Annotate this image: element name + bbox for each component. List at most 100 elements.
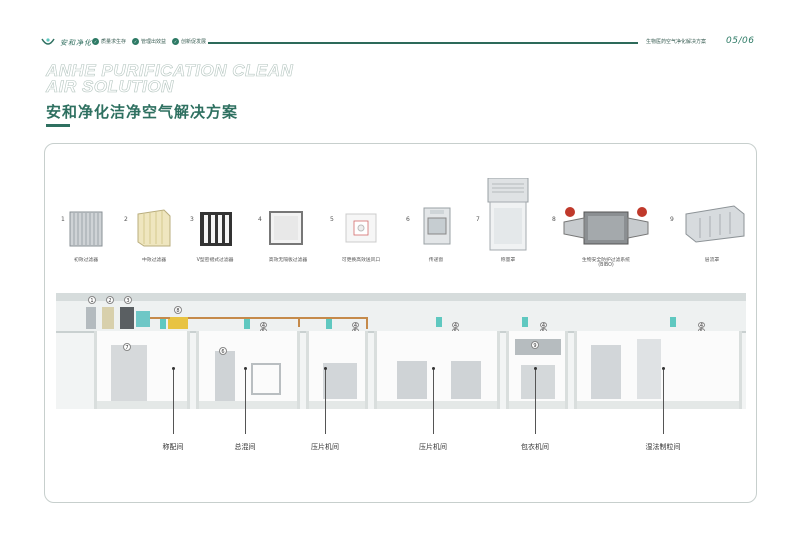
weighing-booth xyxy=(111,345,147,401)
leader-line xyxy=(173,370,174,434)
room-weighing: 7 xyxy=(94,331,190,409)
english-title: ANHE PURIFICATION CLEAN AIR SOLUTION xyxy=(46,61,294,96)
weighing-booth-image xyxy=(487,178,529,251)
supply-outlet xyxy=(326,319,332,329)
fan-unit xyxy=(136,311,150,327)
product-number: 6 xyxy=(406,216,410,223)
product-name: 初效过滤器 xyxy=(74,258,98,263)
room-pointer-dot xyxy=(662,367,665,370)
product-number: 5 xyxy=(330,216,334,223)
room-floor xyxy=(97,401,187,409)
slogan-label: 创新促发展 xyxy=(181,39,207,45)
supply-outlet xyxy=(160,319,166,329)
title-underline xyxy=(46,124,70,127)
room-floor xyxy=(377,401,497,409)
fluid-bed-dryer xyxy=(637,339,661,399)
bibo-system-image xyxy=(563,207,649,245)
product-number: 7 xyxy=(476,216,480,223)
product-number: 8 xyxy=(552,216,556,223)
product-name: 生物安全防护过滤系统 xyxy=(582,258,630,263)
bibo-marker: 8 xyxy=(174,306,182,314)
room-label: 称配间 xyxy=(162,443,184,451)
v-bank-filter-unit xyxy=(120,307,134,329)
room-floor xyxy=(509,401,565,409)
bibo-unit xyxy=(168,317,188,329)
product-name: 中效过滤器 xyxy=(142,258,166,263)
equipment-marker: 6 xyxy=(219,347,227,355)
granulator xyxy=(591,345,621,399)
room-pointer-dot xyxy=(324,367,327,370)
page-header: 安和净化 ✓质量求生存 ✓管理出效益 ✓创新促发展 生物医药空气净化解决方案 0… xyxy=(0,0,800,60)
ahu-marker: 3 xyxy=(124,296,132,304)
product-number: 2 xyxy=(124,216,128,223)
room-floor xyxy=(309,401,365,409)
product-number: 1 xyxy=(61,216,65,223)
chinese-title: 安和净化洁净空气解决方案 xyxy=(46,103,239,121)
air-duct xyxy=(150,317,170,319)
page-number: 05/06 xyxy=(726,36,755,46)
logo-icon xyxy=(41,38,55,45)
air-supply-outlet-image xyxy=(345,213,377,243)
primary-filter-image xyxy=(69,211,103,247)
v-bank-filter-image xyxy=(200,212,232,246)
room-floor xyxy=(199,401,297,409)
room-wet-granulation xyxy=(574,331,742,409)
product-name: V型密褶式过滤器 xyxy=(196,258,234,263)
logo-text: 安和净化 xyxy=(60,39,92,47)
tablet-press xyxy=(451,361,481,399)
pass-box-image xyxy=(423,207,451,245)
product-name: 可更换高效送风口 xyxy=(341,258,381,263)
slogan-tags: ✓质量求生存 ✓管理出效益 ✓创新促发展 xyxy=(92,38,206,45)
slogan-label: 管理出效益 xyxy=(141,39,167,45)
leader-line xyxy=(663,370,664,434)
room-floor xyxy=(577,401,739,409)
product-name: 传递窗 xyxy=(428,258,444,263)
slogan-label: 质量求生存 xyxy=(101,39,127,45)
medium-filter-unit xyxy=(102,307,114,329)
room-pointer-dot xyxy=(432,367,435,370)
tablet-press xyxy=(323,363,357,399)
check-icon: ✓ xyxy=(92,38,99,45)
ahu-marker: 1 xyxy=(88,296,96,304)
room-label: 压片机间 xyxy=(311,443,339,451)
pass-box xyxy=(215,351,235,401)
english-title-line1: ANHE PURIFICATION CLEAN xyxy=(46,61,294,80)
product-name: 称量罩 xyxy=(500,258,516,263)
supply-outlet xyxy=(670,317,676,327)
building-roof xyxy=(56,293,746,301)
product-name: 层流罩 xyxy=(704,258,720,263)
solution-panel xyxy=(44,143,757,503)
room-label: 湿法制粒间 xyxy=(645,443,681,451)
logo: 安和净化 xyxy=(40,37,92,49)
room-label: 包衣机间 xyxy=(521,443,549,451)
header-divider xyxy=(208,42,638,44)
equipment-marker: 9 xyxy=(531,341,539,349)
product-number: 9 xyxy=(670,216,674,223)
leader-line xyxy=(433,370,434,434)
ahu-marker: 2 xyxy=(106,296,114,304)
room-coating: 9 xyxy=(506,331,568,409)
air-duct xyxy=(366,317,368,329)
room-tablet-press-1 xyxy=(306,331,368,409)
supply-outlet xyxy=(244,319,250,329)
product-number: 3 xyxy=(190,216,194,223)
english-title-line2: AIR SOLUTION xyxy=(46,77,174,96)
room-tablet-press-2 xyxy=(374,331,500,409)
coating-machine xyxy=(521,365,555,399)
product-number: 4 xyxy=(258,216,262,223)
mixer-machine xyxy=(251,363,281,395)
room-label: 压片机间 xyxy=(419,443,447,451)
room-mixing: 6 xyxy=(196,331,300,409)
document-title: 生物医药空气净化解决方案 xyxy=(646,39,707,45)
equipment-marker: 7 xyxy=(123,343,131,351)
leader-line xyxy=(245,370,246,434)
room-pointer-dot xyxy=(172,367,175,370)
air-duct xyxy=(298,317,300,327)
check-icon: ✓ xyxy=(132,38,140,45)
slogan-tag: ✓管理出效益 xyxy=(132,38,166,45)
leader-line xyxy=(535,370,536,434)
supply-outlet xyxy=(522,317,528,327)
building-cross-section: 1 2 3 8 45 45 45 45 45 7 6 9 xyxy=(56,293,746,409)
medium-filter-image xyxy=(137,209,171,247)
slogan-tag: ✓质量求生存 xyxy=(92,38,126,45)
